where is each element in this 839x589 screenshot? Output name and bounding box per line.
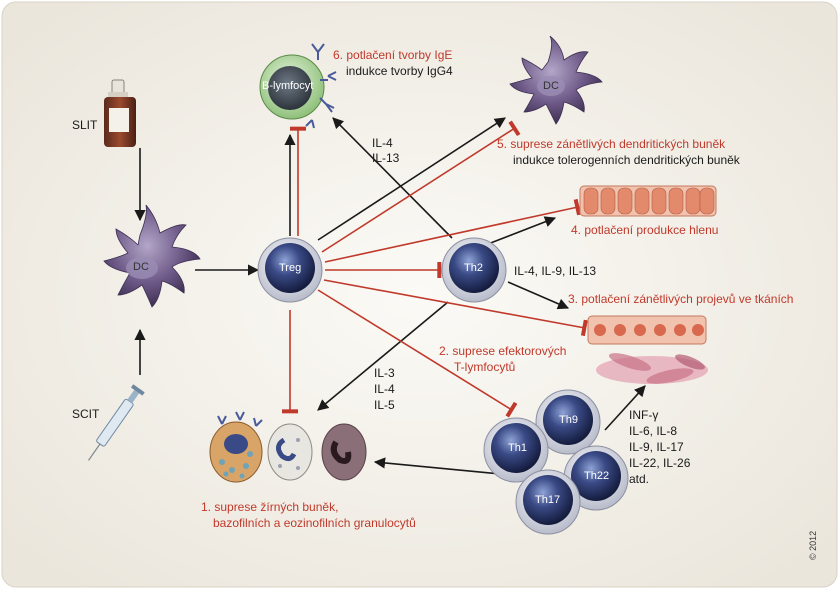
cytokine-effector-2: IL-6, IL-8 [629, 424, 678, 438]
annotation-4-title: 4. potlačení produkce hlenu [571, 223, 719, 237]
cytokine-th2-out: IL-4, IL-9, IL-13 [514, 264, 597, 278]
cytokine-effector-5: atd. [629, 472, 650, 486]
scit-syringe-icon [88, 384, 145, 461]
cytokine-b-help-1: IL-4 [372, 136, 393, 150]
scit-label: SCIT [72, 407, 100, 421]
cytokine-effector-4: IL-22, IL-26 [629, 456, 691, 470]
cytokine-effector-3: IL-9, IL-17 [629, 440, 684, 454]
suppression-lines [282, 120, 588, 418]
cytokine-granulo-1: IL-3 [374, 366, 395, 380]
annotation-6-sub: indukce tvorby IgG4 [346, 64, 453, 78]
arrow-treg-to-dc [317, 117, 506, 241]
mucus-epithelium [579, 185, 717, 217]
annotation-6-title: 6. potlačení tvorby IgE [333, 48, 453, 62]
b-lymphocyte-cell [259, 43, 337, 129]
b-lymphocyte-label: B-lymfocyt [262, 80, 314, 92]
th2-label: Th2 [464, 262, 483, 274]
antibody-icons [305, 43, 337, 129]
arrow-effectors-to-tissue [604, 385, 646, 431]
mast-cell [209, 411, 263, 483]
arrow-th2-to-b [332, 117, 453, 239]
arrow-th2-to-mucus [487, 216, 557, 245]
tissue-epithelium [587, 315, 707, 345]
cytokine-granulo-3: IL-5 [374, 398, 395, 412]
th1-label: Th1 [508, 442, 527, 454]
suppress-dendritic [321, 120, 521, 253]
arrow-th2-to-tissue [507, 281, 570, 310]
annotation-3-title: 3. potlačení zánětlivých projevů ve tkán… [568, 292, 794, 306]
annotation-1-line2: bazofilních a eozinofilních granulocytů [213, 516, 416, 530]
cytokine-b-help-2: IL-13 [372, 151, 400, 165]
basophil-cell [267, 423, 313, 481]
slit-label: SLIT [72, 118, 98, 132]
suppress-effector-t [317, 289, 518, 418]
treg-label: Treg [279, 262, 302, 274]
effector-t-cells [483, 389, 629, 535]
arrow-th2-to-granulocytes [317, 301, 449, 411]
dc-top-label: DC [543, 80, 559, 92]
stimulation-arrows [134, 117, 646, 477]
suppress-mucus [324, 198, 582, 263]
th17-label: Th17 [535, 494, 561, 506]
dc-left-label: DC [133, 261, 149, 273]
copyright-label: © 2012 [808, 530, 818, 560]
inflamed-tissue [596, 353, 708, 384]
eosinophil-cell [321, 423, 367, 481]
th22-label: Th22 [584, 470, 610, 482]
dendritic-cell-left [103, 204, 201, 308]
annotation-2-line2: T-lymfocytů [454, 360, 516, 374]
dendritic-cell-top [509, 35, 603, 125]
suppress-tissue [323, 279, 588, 337]
slit-bottle-icon [104, 79, 136, 147]
annotation-2-line1: 2. suprese efektorových [439, 344, 567, 358]
cytokine-granulo-2: IL-4 [374, 382, 395, 396]
th9-label: Th9 [559, 414, 578, 426]
annotation-5-sub: indukce tolerogenních dendritických buně… [513, 153, 740, 167]
cytokine-effector-1: INF-γ [629, 408, 659, 422]
annotation-1-line1: 1. suprese žírných buněk, [201, 500, 339, 514]
treg-cell [257, 237, 323, 303]
annotation-5-title: 5. suprese zánětlivých dendritických bun… [497, 137, 726, 151]
th2-cell [441, 237, 507, 303]
